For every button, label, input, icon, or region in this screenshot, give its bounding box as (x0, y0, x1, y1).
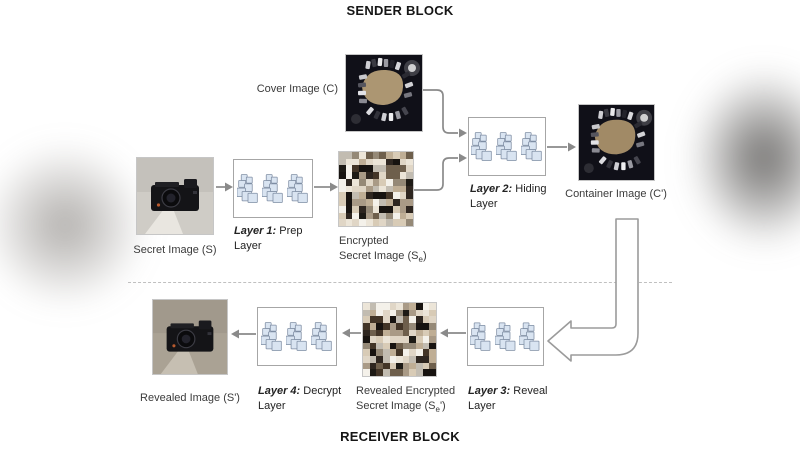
conv-stack-icon (311, 321, 332, 351)
encrypted-label-line1: Encrypted (339, 235, 389, 247)
decrypt-layer-box (257, 307, 337, 366)
layer2-label: Layer 2: Hiding Layer (470, 182, 554, 212)
sender-block-title: SENDER BLOCK (346, 3, 454, 18)
conv-stack-icon (287, 173, 308, 203)
layer3-label-bold: Layer 3: (468, 385, 511, 397)
revealed-encrypted-label-post: ') (439, 399, 446, 412)
layer2-label-bold: Layer 2: (470, 183, 513, 195)
layer4-label-bold: Layer 4: (258, 385, 301, 397)
hiding-layer-box (468, 117, 546, 176)
revealed-encrypted-label-pre: Secret Image (S (356, 399, 436, 412)
revealed-image-photo (152, 299, 228, 375)
encrypted-secret-image-label: Encrypted Secret Image (Se) (339, 234, 449, 263)
layer1-label: Layer 1: Prep Layer (234, 224, 320, 254)
cover-image-photo (345, 54, 423, 132)
conv-stack-icon (494, 321, 516, 351)
conv-stack-icon (471, 131, 492, 161)
conv-stack-icon (286, 321, 307, 351)
reveal-layer-box (467, 307, 544, 366)
revealed-image-label: Revealed Image (S') (140, 392, 240, 404)
secret-image-label: Secret Image (S) (133, 244, 217, 256)
layer1-label-bold: Layer 1: (234, 225, 277, 237)
encrypted-label-pre: Secret Image (S (339, 249, 419, 262)
layer3-label-rest: Reveal Layer (468, 385, 548, 412)
container-to-reveal-arrow (547, 218, 639, 362)
revealed-encrypted-label-sub: e (435, 404, 440, 414)
conv-stack-icon (470, 321, 491, 351)
encrypted-label-sub: e (418, 254, 423, 264)
prep-layer-box (233, 159, 313, 218)
layer3-label: Layer 3: Reveal Layer (468, 384, 552, 414)
layer4-label-rest: Decrypt Layer (258, 385, 342, 412)
container-image-label: Container Image (C') (565, 188, 667, 200)
layer2-label-rest: Hiding Layer (470, 183, 547, 210)
revealed-encrypted-label-line1: Revealed Encrypted (356, 385, 456, 397)
conv-stack-icon (237, 173, 258, 203)
conv-stack-icon (521, 131, 542, 161)
revealed-encrypted-secret-image-photo (362, 302, 437, 377)
container-image-photo (578, 104, 655, 181)
layer1-label-rest: Prep Layer (234, 225, 303, 252)
conv-stack-icon (261, 321, 282, 351)
conv-stack-icon (519, 321, 540, 351)
cover-image-label: Cover Image (C) (256, 83, 338, 95)
layer4-label: Layer 4: Decrypt Layer (258, 384, 350, 414)
conv-stack-icon (496, 131, 517, 161)
encrypted-secret-image-photo (338, 151, 414, 227)
blurred-right-edge (664, 38, 800, 278)
receiver-block-title: RECEIVER BLOCK (340, 429, 460, 444)
conv-stack-icon (262, 173, 283, 203)
secret-image-photo (136, 157, 214, 235)
encrypted-label-post: ) (422, 249, 427, 262)
revealed-encrypted-secret-image-label: Revealed Encrypted Secret Image (Se') (356, 384, 482, 413)
sender-receiver-divider (128, 282, 672, 283)
